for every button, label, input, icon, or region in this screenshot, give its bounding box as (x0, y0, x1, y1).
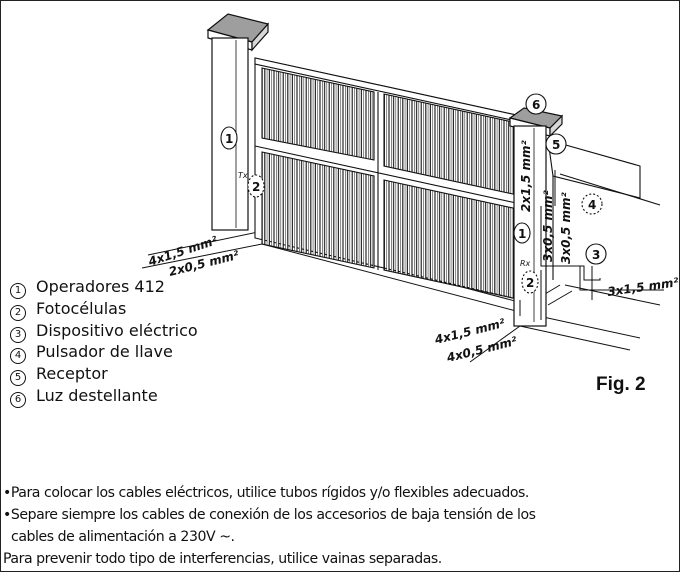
cable-label-3x05-a: 3x0,5 mm² (541, 189, 555, 262)
note-line: •Para colocar los cables eléctricos, uti… (3, 485, 529, 501)
legend-text: Fotocélulas (36, 298, 127, 318)
gate-installation-diagram: 4x1,5 mm² 2x0,5 mm² Tx Rx 2x1,5 mm² 3x0,… (141, 13, 680, 365)
legend-number: 5 (10, 370, 26, 387)
legend-number: 2 (10, 304, 26, 321)
cable-label-2x15-post: 2x1,5 mm² (519, 139, 533, 212)
legend-item: 1 Operadores 412 (8, 276, 198, 299)
marker-1-left-text: 1 (225, 132, 233, 146)
marker-6-text: 6 (532, 98, 540, 112)
legend-text: Dispositivo eléctrico (36, 320, 198, 340)
marker-5 (545, 133, 567, 155)
marker-1-left (220, 126, 238, 150)
sliding-gate (254, 57, 531, 303)
rx-label: Rx (520, 259, 531, 268)
marker-4 (581, 193, 603, 215)
boundary-wall (547, 139, 661, 280)
legend-text: Luz destellante (36, 385, 158, 405)
legend-text: Pulsador de llave (36, 342, 173, 362)
note-line: cables de alimentación a 230V ~. (3, 529, 235, 545)
callout-markers: 1 2 1 2 3 4 5 6 (220, 93, 607, 294)
legend-number: 4 (10, 348, 26, 365)
legend-item: 3 Dispositivo eléctrico (8, 320, 198, 343)
marker-3-text: 3 (592, 248, 600, 262)
legend: 1 Operadores 412 2 Fotocélulas 3 Dispositiv… (8, 276, 198, 408)
marker-2-left (247, 174, 265, 198)
marker-3 (585, 243, 607, 265)
marker-2-left-text: 2 (252, 180, 260, 194)
cable-label-3x05-b: 3x0,5 mm² (559, 191, 573, 264)
cable-label-3x15: 3x1,5 mm² (606, 275, 680, 299)
legend-item: 2 Fotocélulas (8, 298, 198, 321)
marker-4-text: 4 (588, 198, 596, 212)
marker-1-right-text: 1 (518, 227, 526, 241)
legend-text: Operadores 412 (36, 277, 165, 296)
legend-number: 6 (10, 391, 26, 408)
marker-2-right (521, 270, 539, 294)
legend-number: 1 (10, 283, 26, 299)
marker-2-right-text: 2 (526, 276, 534, 290)
legend-number: 3 (10, 326, 26, 343)
cable-runs (519, 170, 664, 320)
legend-text: Receptor (36, 364, 108, 384)
legend-item: 4 Pulsador de llave (8, 341, 198, 365)
tx-label: Tx (238, 171, 248, 180)
note-line: Para prevenir todo tipo de interferencia… (3, 551, 442, 567)
figure-title: Fig. 2 (596, 374, 646, 395)
note-line: •Separe siempre los cables de conexión d… (3, 507, 536, 523)
marker-6 (525, 93, 547, 115)
marker-1-right (513, 222, 531, 244)
marker-5-text: 5 (552, 138, 560, 152)
installation-notes: •Para colocar los cables eléctricos, uti… (3, 482, 679, 570)
legend-item: 6 Luz destellante (8, 385, 198, 408)
legend-item: 5 Receptor (8, 363, 198, 387)
